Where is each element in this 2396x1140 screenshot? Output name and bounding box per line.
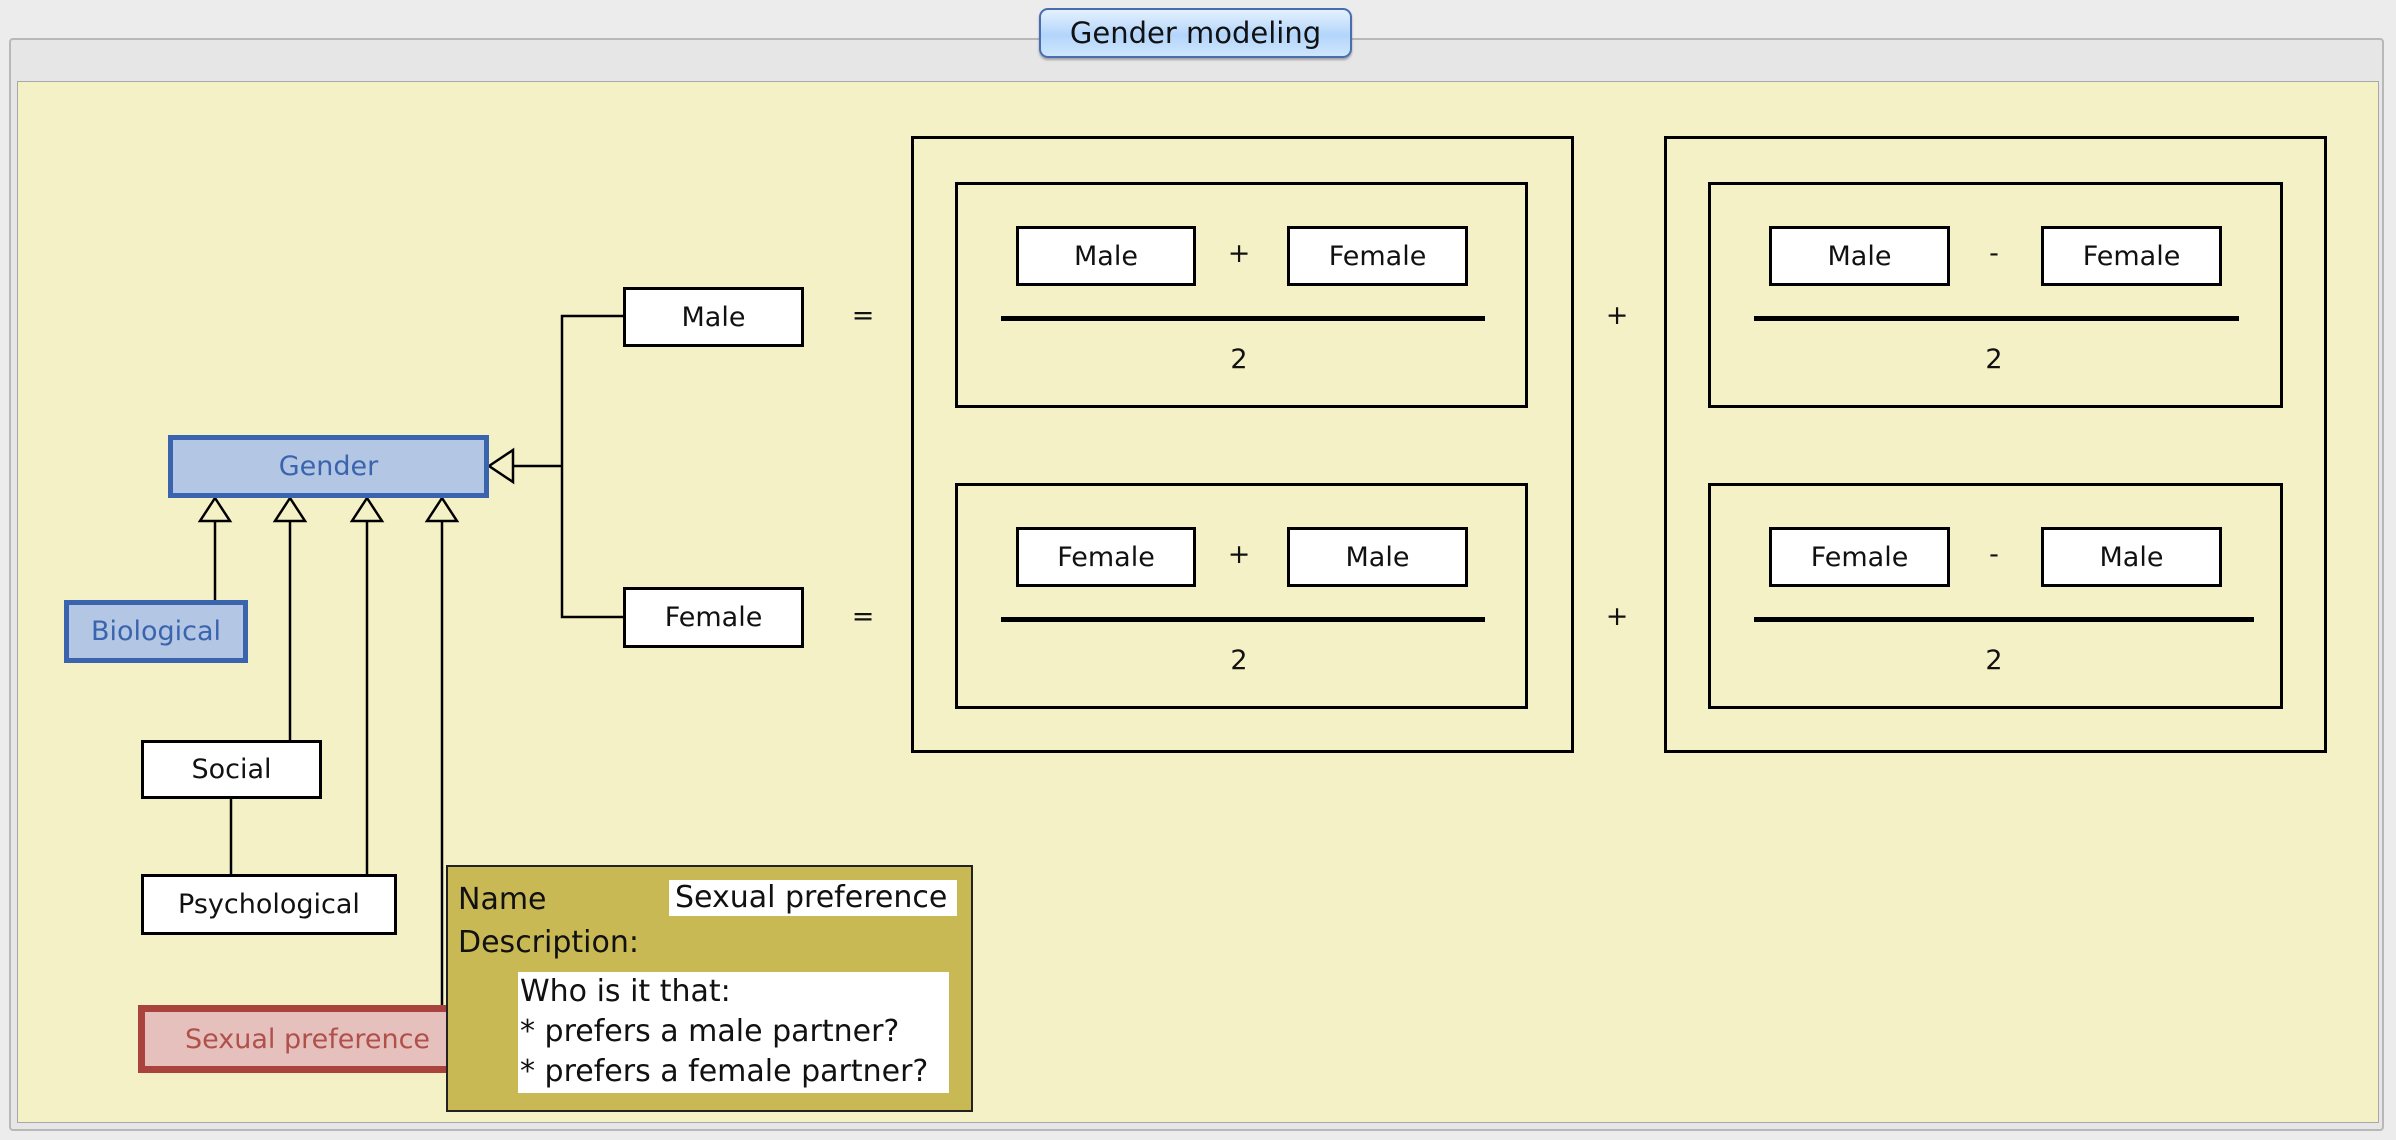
operand-label: Male	[1345, 541, 1410, 573]
diagram-canvas	[17, 81, 2379, 1123]
tooltip-name-value: Sexual preference	[669, 880, 957, 916]
inheritance-arrow-icon	[272, 495, 308, 523]
operand-box[interactable]: Male	[1016, 226, 1196, 286]
denominator: 2	[1985, 645, 2003, 676]
operand-box[interactable]: Female	[1287, 226, 1468, 286]
node-label: Sexual preference	[184, 1023, 431, 1055]
denominator: 2	[1985, 344, 2003, 375]
description-line: * prefers a female partner?	[520, 1054, 929, 1089]
sum-frame	[911, 136, 1574, 753]
tab-title: Gender modeling	[1069, 16, 1322, 50]
inheritance-arrow-icon	[486, 447, 515, 485]
tooltip-description-label: Description:	[458, 925, 639, 960]
node-gender[interactable]: Gender	[168, 435, 489, 498]
inheritance-arrow-icon	[197, 495, 233, 523]
operand-box[interactable]: Female	[2041, 226, 2222, 286]
fraction-bar	[1754, 316, 2239, 321]
operand-label: Female	[1057, 541, 1155, 573]
diff-fraction-male	[1708, 182, 2283, 408]
diff-fraction-female	[1708, 483, 2283, 709]
node-female[interactable]: Female	[623, 587, 804, 648]
operand-box[interactable]: Female	[1016, 527, 1196, 587]
operand-label: Male	[2099, 541, 2164, 573]
sum-fraction-male	[955, 182, 1528, 408]
equals-sign: =	[851, 601, 875, 632]
node-sexual-preference[interactable]: Sexual preference	[138, 1005, 477, 1073]
node-male[interactable]: Male	[623, 287, 804, 347]
operand-label: Male	[1827, 240, 1892, 272]
fraction-bar	[1754, 617, 2254, 622]
operand-box[interactable]: Male	[1769, 226, 1950, 286]
operand-box[interactable]: Female	[1769, 527, 1950, 587]
denominator: 2	[1230, 645, 1248, 676]
sum-fraction-female	[955, 483, 1528, 709]
equals-sign: =	[851, 300, 875, 331]
denominator: 2	[1230, 344, 1248, 375]
node-label: Social	[191, 754, 272, 785]
operator: +	[1227, 539, 1251, 570]
connector-male-female	[560, 314, 623, 619]
fraction-bar	[1001, 617, 1485, 622]
operand-box[interactable]: Male	[1287, 527, 1468, 587]
operator: -	[1989, 238, 1999, 269]
tooltip-name-label: Name	[458, 882, 547, 917]
tab-gender-modeling[interactable]: Gender modeling	[1039, 8, 1352, 58]
node-label: Gender	[278, 451, 379, 482]
inheritance-arrow-icon	[424, 495, 460, 523]
difference-frame	[1664, 136, 2327, 753]
node-label: Female	[664, 602, 763, 633]
description-line: * prefers a male partner?	[520, 1014, 900, 1049]
operand-label: Male	[1074, 240, 1138, 272]
inheritance-arrow-icon	[349, 495, 385, 523]
operand-box[interactable]: Male	[2041, 527, 2222, 587]
node-psychological[interactable]: Psychological	[141, 874, 397, 935]
node-label: Male	[681, 301, 746, 333]
node-biological[interactable]: Biological	[64, 600, 248, 663]
description-line: Who is it that:	[520, 974, 731, 1009]
plus-sign: +	[1605, 300, 1629, 331]
node-social[interactable]: Social	[141, 740, 322, 799]
operator: -	[1989, 539, 1999, 570]
tooltip-description: Who is it that: * prefers a male partner…	[518, 972, 949, 1093]
node-label: Psychological	[178, 889, 360, 920]
node-label: Biological	[90, 616, 222, 647]
operand-label: Female	[1328, 240, 1427, 272]
plus-sign: +	[1605, 601, 1629, 632]
node-tooltip: Name Sexual preference Description: Who …	[446, 865, 973, 1112]
operand-label: Female	[1810, 541, 1909, 573]
fraction-bar	[1001, 316, 1485, 321]
operand-label: Female	[2082, 240, 2181, 272]
operator: +	[1227, 238, 1251, 269]
